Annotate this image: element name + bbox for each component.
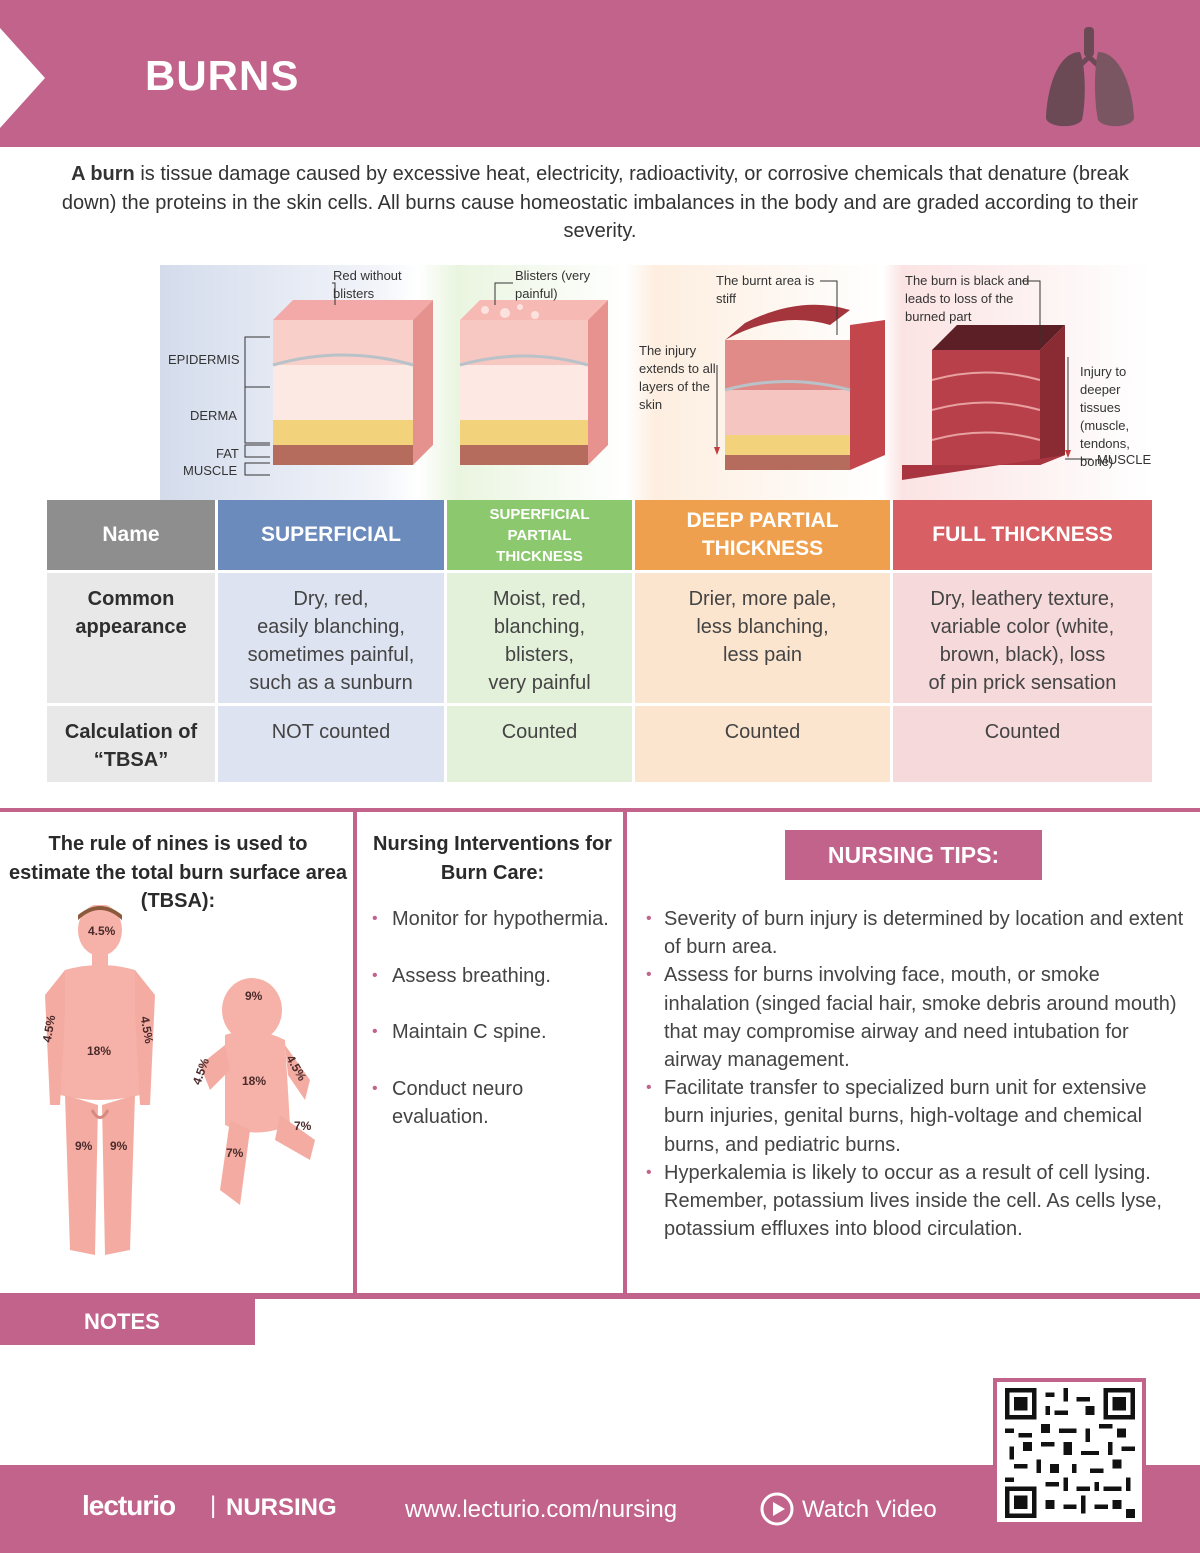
row-label-tbsa: Calculation of “TBSA” [47,706,215,782]
callout-muscle: MUSCLE [1097,452,1152,467]
watch-video-link[interactable]: Watch Video [802,1496,937,1523]
header-bar: BURNS [0,0,1200,147]
list-item: Maintain C spine. [372,1018,617,1047]
section-divider-right [623,812,627,1293]
appearance-line: brown, black), loss [939,644,1106,666]
adult-head-pct: 4.5% [88,924,116,938]
adult-trunk-pct: 18% [87,1044,111,1058]
notes-label: NOTES [0,1299,255,1345]
infant-head-pct: 9% [245,989,263,1003]
section-divider-left [353,812,357,1293]
appearance-line: of pin prick sensation [928,672,1117,694]
notes-bar [0,1293,1200,1299]
table-header-full-thickness: FULL THICKNESS [893,500,1152,570]
list-item: Assess breathing. [372,962,617,991]
page-title: BURNS [145,52,300,99]
deep-partial-skin-block [724,304,885,470]
list-item: Severity of burn injury is determined by… [646,905,1186,961]
label-fat: FAT [216,446,239,461]
list-item: Hyperkalemia is likely to occur as a res… [646,1159,1186,1244]
infant-trunk-pct: 18% [242,1074,266,1088]
interventions-title: Nursing Interventions for Burn Care: [373,833,612,884]
cell-tbsa-deep-partial: Counted [635,706,890,782]
callout-black: The burn is black and leads to loss of t… [905,273,1030,324]
appearance-line: Moist, red, [492,588,587,610]
appearance-line: blanching, [493,616,586,638]
nursing-tips-badge: NURSING TIPS: [785,830,1042,880]
full-thickness-skin-block [902,325,1065,480]
appearance-line: less blanching, [696,616,829,638]
qr-code-frame[interactable] [993,1378,1146,1526]
skin-blocks-svg [244,280,1092,480]
qr-code-icon [1005,1388,1135,1518]
section-divider-top [0,808,1200,812]
appearance-line: sometimes painful, [247,644,415,666]
table-header-deep-partial: DEEP PARTIAL THICKNESS [635,500,890,570]
brand-nursing: NURSING [226,1494,337,1521]
intro-text: is tissue damage caused by excessive hea… [61,163,1139,242]
list-item: Conduct neuro evaluation. [372,1075,617,1132]
intro-bold-term: A burn [71,163,135,185]
table-header-superficial-partial: SUPERFICIAL PARTIAL THICKNESS [447,500,632,570]
adult-arm-right-pct: 4.5% [138,1015,157,1045]
infant-leg-right-pct: 7% [294,1119,312,1133]
table-header-superficial: SUPERFICIAL [218,500,444,570]
interventions-list: Monitor for hypothermia. Assess breathin… [372,905,617,1160]
website-link[interactable]: www.lecturio.com/nursing [405,1496,678,1523]
rule-of-nines-figures: 4.5% 4.5% 4.5% 18% 9% 9% 9% 4.5% 4.5% 18… [40,905,315,1255]
cell-tbsa-full-thickness: Counted [893,706,1152,782]
list-item: Monitor for hypothermia. [372,905,617,934]
appearance-line: such as a sunburn [249,672,413,694]
label-epidermis: EPIDERMIS [168,352,240,367]
appearance-line: very painful [488,672,591,694]
callout-red-without-blisters: Red without blisters [333,268,402,301]
label-derma: DERMA [190,408,237,423]
list-item: Facilitate transfer to specialized burn … [646,1074,1186,1159]
callout-stiff: The burnt area is stiff [716,273,815,306]
play-circle-icon[interactable] [760,1492,794,1526]
callout-blisters: Blisters (very painful) [515,268,591,301]
superficial-partial-skin-block [459,300,608,465]
row-label-appearance: Common appearance [47,573,215,703]
cell-appearance-deep-partial: Drier, more pale, less blanching, less p… [635,573,890,703]
superficial-skin-block [272,300,433,465]
cell-appearance-full-thickness: Dry, leathery texture, variable color (w… [893,573,1152,703]
list-item: Assess for burns involving face, mouth, … [646,961,1186,1074]
cell-tbsa-superficial-partial: Counted [447,706,632,782]
appearance-line: Dry, leathery texture, [930,588,1115,610]
table-header-name: Name [47,500,215,570]
burn-depth-illustration: EPIDERMIS DERMA FAT MUSCLE Red without b… [160,265,1160,500]
appearance-line: Dry, red, [293,588,369,610]
intro-paragraph: A burn is tissue damage caused by excess… [60,160,1140,246]
rule-of-nines-title: The rule of nines is used to estimate th… [9,833,347,912]
appearance-line: easily blanching, [257,616,405,638]
lecturio-logo[interactable]: lecturio [82,1490,176,1521]
infant-leg-left-pct: 7% [226,1146,244,1160]
cell-appearance-superficial-partial: Moist, red, blanching, blisters, very pa… [447,573,632,703]
cell-appearance-superficial: Dry, red, easily blanching, sometimes pa… [218,573,444,703]
adult-arm-left-pct: 4.5% [40,1014,59,1044]
label-muscle-left: MUSCLE [183,463,238,478]
header-arrow-shape [0,28,45,128]
cell-tbsa-superficial: NOT counted [218,706,444,782]
appearance-line: variable color (white, [930,616,1115,638]
appearance-line: less pain [723,644,802,666]
adult-leg-left-pct: 9% [75,1139,93,1153]
lungs-icon [1045,27,1135,127]
appearance-line: Drier, more pale, [688,588,837,610]
adult-figure: 4.5% 4.5% 4.5% 18% 9% 9% [40,905,156,1255]
nursing-tips-list: Severity of burn injury is determined by… [646,905,1186,1243]
callout-deeper: Injury to deeper tissues (muscle, tendon… [1080,364,1130,469]
adult-leg-right-pct: 9% [110,1139,128,1153]
brand-separator: | [210,1492,217,1519]
burn-classification-table: Name SUPERFICIAL SUPERFICIAL PARTIAL THI… [47,500,1152,782]
appearance-line: blisters, [505,644,574,666]
callout-extends: The injury extends to all layers of the … [639,343,716,412]
infant-figure: 9% 4.5% 4.5% 18% 7% 7% [190,978,315,1205]
